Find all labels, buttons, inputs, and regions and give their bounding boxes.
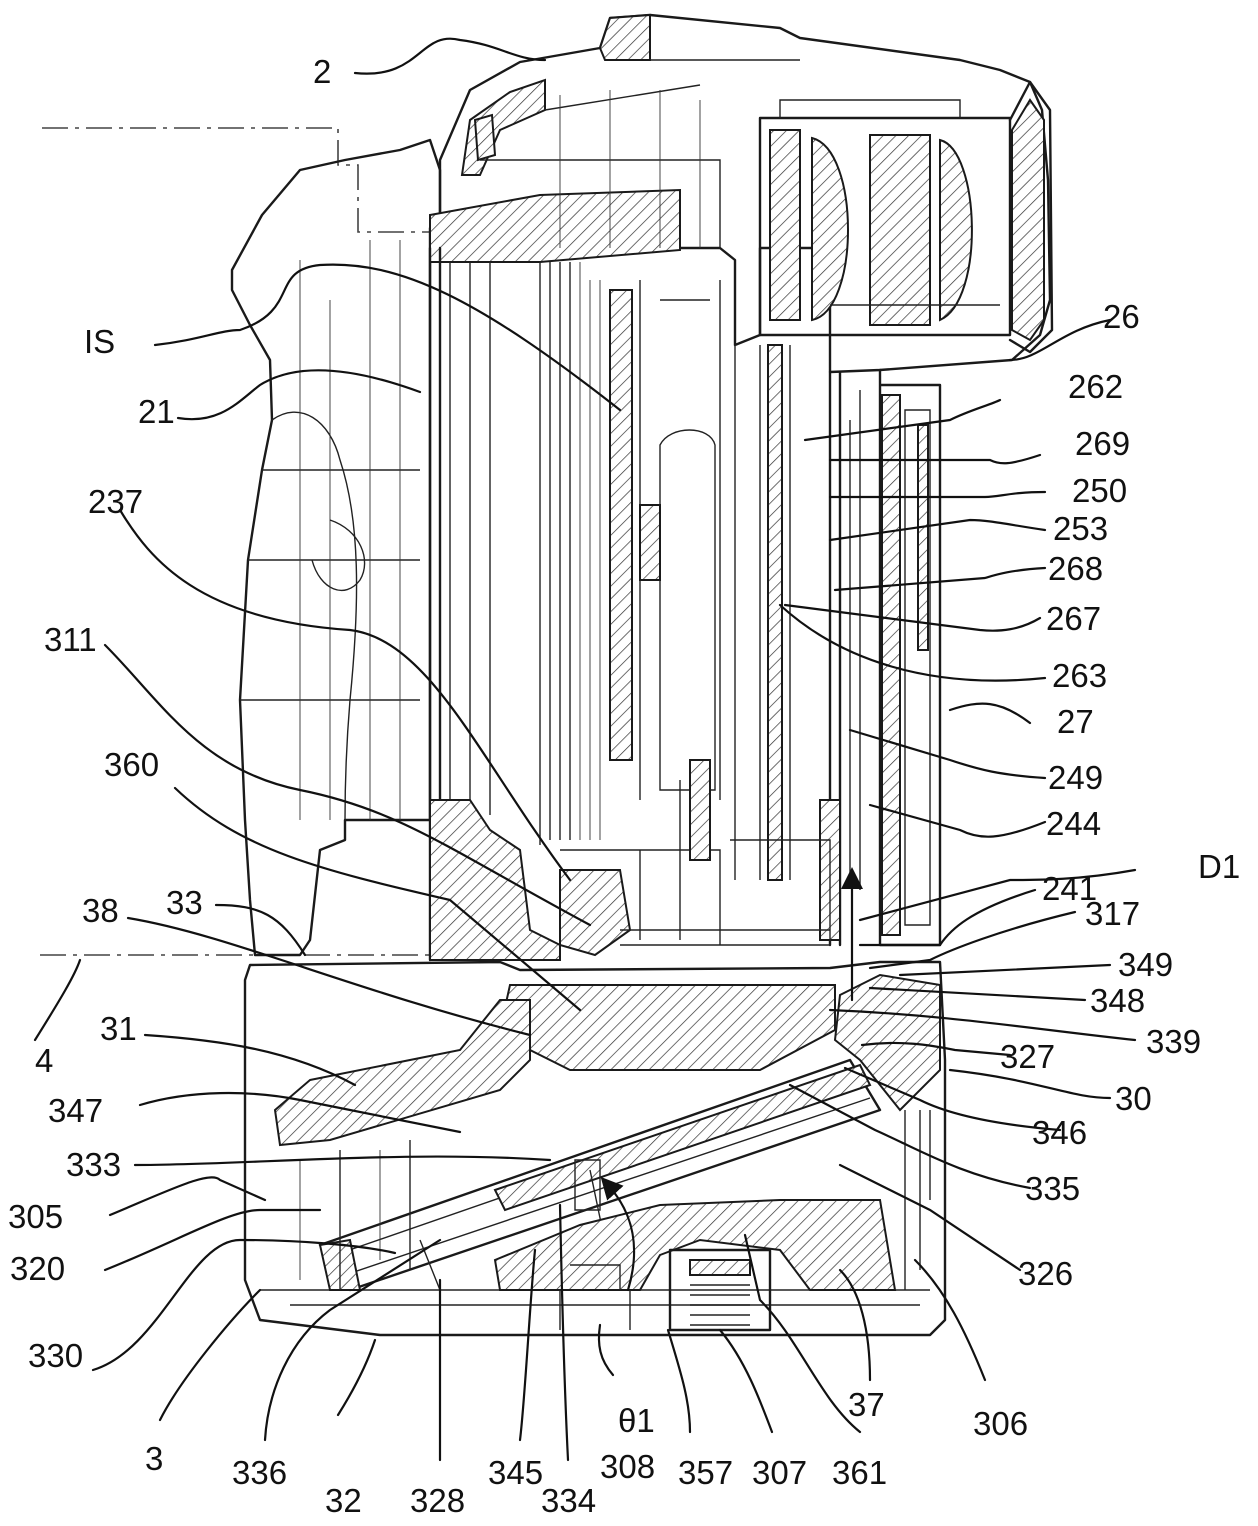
label-2: 2 (313, 53, 331, 90)
label-345: 345 (488, 1454, 543, 1491)
label-269: 269 (1075, 425, 1130, 462)
label-21: 21 (138, 393, 175, 430)
label-308: 308 (600, 1448, 655, 1485)
reference-labels: 2 IS 26 262 269 250 253 268 267 263 27 2… (8, 53, 1240, 1519)
label-349: 349 (1118, 946, 1173, 983)
label-37: 37 (848, 1386, 885, 1423)
label-31: 31 (100, 1010, 137, 1047)
label-330: 330 (28, 1337, 83, 1374)
label-D1: D1 (1198, 848, 1240, 885)
label-306: 306 (973, 1405, 1028, 1442)
label-326: 326 (1018, 1255, 1073, 1292)
label-253: 253 (1053, 510, 1108, 547)
label-328: 328 (410, 1482, 465, 1519)
label-307: 307 (752, 1454, 807, 1491)
label-360: 360 (104, 746, 159, 783)
label-305: 305 (8, 1198, 63, 1235)
label-334: 334 (541, 1482, 596, 1519)
label-30: 30 (1115, 1080, 1152, 1117)
label-346: 346 (1032, 1114, 1087, 1151)
label-333: 333 (66, 1146, 121, 1183)
label-361: 361 (832, 1454, 887, 1491)
label-32: 32 (325, 1482, 362, 1519)
label-theta1: θ1 (618, 1402, 655, 1439)
label-250: 250 (1072, 472, 1127, 509)
label-262: 262 (1068, 368, 1123, 405)
label-249: 249 (1048, 759, 1103, 796)
label-IS: IS (84, 323, 115, 360)
label-336: 336 (232, 1454, 287, 1491)
label-357: 357 (678, 1454, 733, 1491)
label-3: 3 (145, 1440, 163, 1477)
label-244: 244 (1046, 805, 1101, 842)
label-320: 320 (10, 1250, 65, 1287)
label-327: 327 (1000, 1038, 1055, 1075)
label-268: 268 (1048, 550, 1103, 587)
label-263: 263 (1052, 657, 1107, 694)
label-311: 311 (44, 621, 97, 658)
label-33: 33 (166, 884, 203, 921)
label-26: 26 (1103, 298, 1140, 335)
label-267: 267 (1046, 600, 1101, 637)
label-348: 348 (1090, 982, 1145, 1019)
label-237: 237 (88, 483, 143, 520)
label-317: 317 (1085, 895, 1140, 932)
label-38: 38 (82, 892, 119, 929)
label-27: 27 (1057, 703, 1094, 740)
label-339: 339 (1146, 1023, 1201, 1060)
label-335: 335 (1025, 1170, 1080, 1207)
battery-grip (245, 962, 945, 1335)
label-4: 4 (35, 1042, 53, 1079)
camera-body (40, 15, 1052, 960)
label-347: 347 (48, 1092, 103, 1129)
